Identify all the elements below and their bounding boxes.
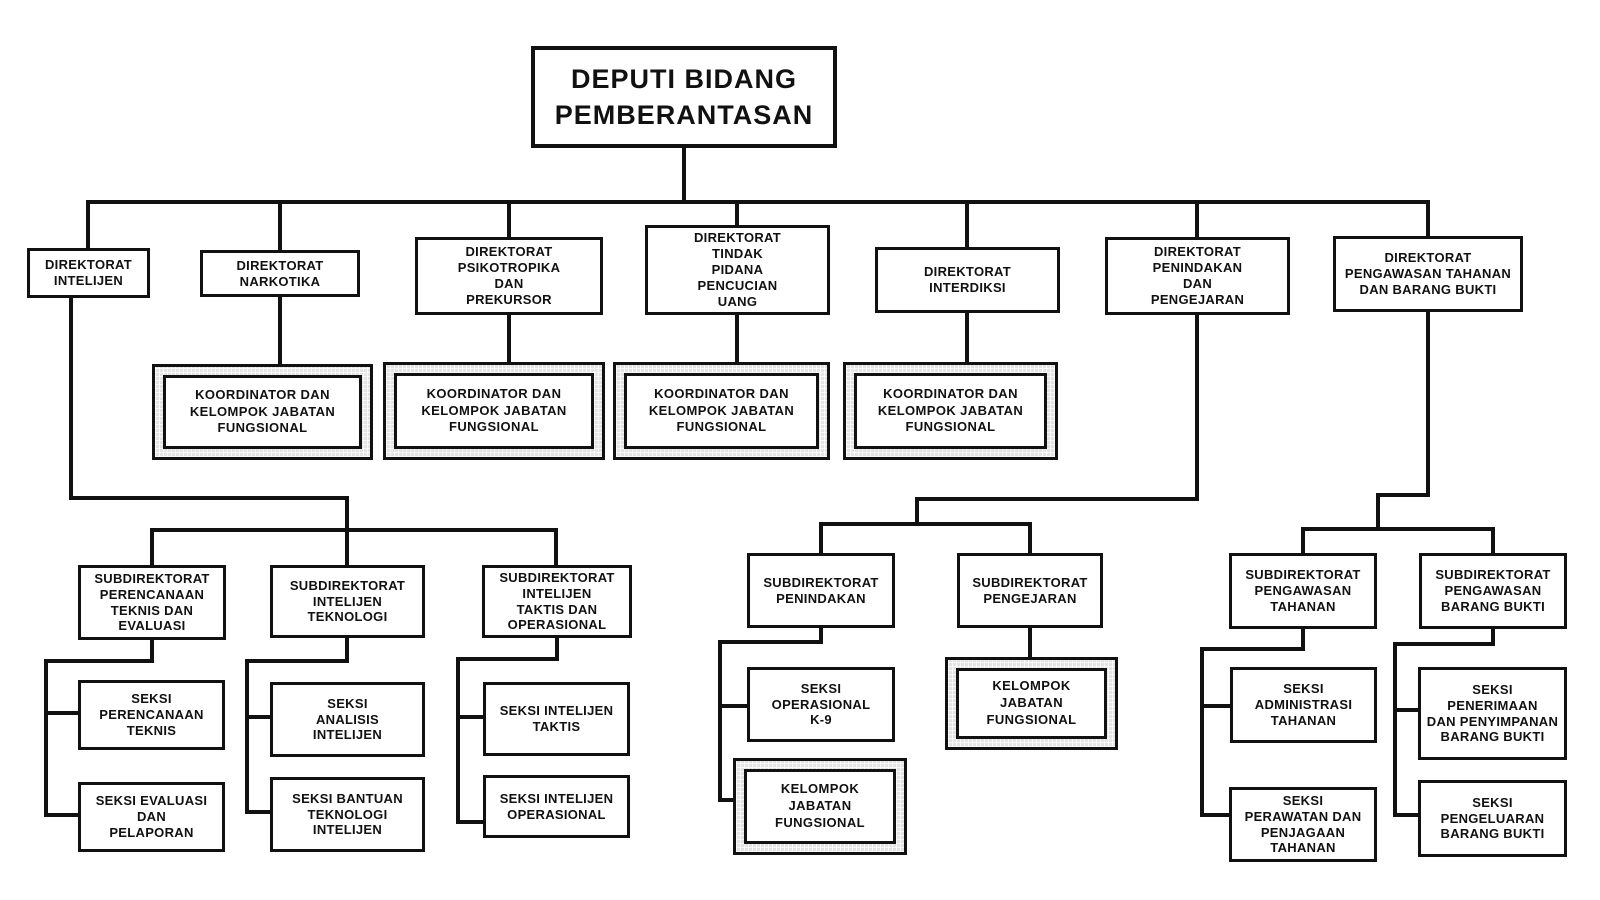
node-seksi-operasional-k9: SEKSI OPERASIONAL K-9 [747, 667, 895, 742]
node-seksi-pengeluaran-barang-bukti: SEKSI PENGELUARAN BARANG BUKTI [1418, 780, 1567, 857]
node-label: KELOMPOK JABATAN FUNGSIONAL [986, 678, 1077, 727]
connector-intelijen-branch [44, 296, 559, 824]
connector-pengawasan-branch [1200, 310, 1495, 817]
node-label: SEKSI PERENCANAAN TEKNIS [99, 691, 204, 738]
node-label: SEKSI EVALUASI DAN PELAPORAN [95, 793, 208, 840]
node-kelompok-jabatan-fungsional-pengejaran: KELOMPOK JABATAN FUNGSIONAL [945, 657, 1118, 750]
node-seksi-intelijen-taktis: SEKSI INTELIJEN TAKTIS [483, 682, 630, 756]
node-label: SEKSI BANTUAN TEKNOLOGI INTELIJEN [292, 790, 403, 838]
node-direktorat-interdiksi: DIREKTORAT INTERDIKSI [875, 247, 1060, 313]
node-subdir-pengawasan-tahanan: SUBDIREKTORAT PENGAWASAN TAHANAN [1229, 553, 1377, 629]
node-label: SUBDIREKTORAT PERENCANAAN TEKNIS DAN EVA… [94, 570, 210, 634]
node-label: KELOMPOK JABATAN FUNGSIONAL [775, 781, 865, 830]
node-label: SUBDIREKTORAT PENGEJARAN [972, 574, 1088, 606]
node-label: SUBDIREKTORAT PENINDAKAN [763, 574, 879, 606]
node-subdir-intelijen-taktis: SUBDIREKTORAT INTELIJEN TAKTIS DAN OPERA… [482, 565, 632, 638]
node-direktorat-penindakan: DIREKTORAT PENINDAKAN DAN PENGEJARAN [1105, 237, 1290, 315]
node-label: SEKSI INTELIJEN OPERASIONAL [499, 790, 614, 822]
node-label: SEKSI INTELIJEN TAKTIS [499, 703, 614, 734]
inner-frame: KELOMPOK JABATAN FUNGSIONAL [956, 668, 1107, 739]
node-seksi-analisis-intelijen: SEKSI ANALISIS INTELIJEN [270, 682, 425, 757]
node-koordinator-narkotika: KOORDINATOR DAN KELOMPOK JABATAN FUNGSIO… [152, 364, 373, 460]
node-subdir-pengejaran: SUBDIREKTORAT PENGEJARAN [957, 553, 1103, 628]
connector-penindakan-branch [718, 313, 1199, 802]
node-label: KOORDINATOR DAN KELOMPOK JABATAN FUNGSIO… [189, 386, 336, 436]
node-subdir-penindakan: SUBDIREKTORAT PENINDAKAN [747, 553, 895, 628]
connector-header [86, 146, 1430, 252]
node-label: DIREKTORAT PENGAWASAN TAHANAN DAN BARANG… [1344, 250, 1512, 297]
node-deputi-bidang-pemberantasan: DEPUTI BIDANG PEMBERANTASAN [531, 46, 837, 148]
node-label: DIREKTORAT PENINDAKAN DAN PENGEJARAN [1150, 244, 1245, 307]
node-direktorat-psikotropika: DIREKTORAT PSIKOTROPIKA DAN PREKURSOR [415, 237, 603, 315]
node-label: SEKSI OPERASIONAL K-9 [771, 680, 871, 728]
inner-frame: KOORDINATOR DAN KELOMPOK JABATAN FUNGSIO… [163, 375, 362, 449]
node-direktorat-narkotika: DIREKTORAT NARKOTIKA [200, 250, 360, 297]
node-label: SEKSI PENERIMAAN DAN PENYIMPANAN BARANG … [1426, 681, 1559, 745]
node-label: SEKSI ANALISIS INTELIJEN [312, 695, 383, 743]
node-seksi-intelijen-operasional: SEKSI INTELIJEN OPERASIONAL [483, 775, 630, 838]
inner-frame: KELOMPOK JABATAN FUNGSIONAL [744, 769, 896, 844]
node-subdir-perencanaan: SUBDIREKTORAT PERENCANAAN TEKNIS DAN EVA… [78, 565, 226, 640]
node-label: DIREKTORAT PSIKOTROPIKA DAN PREKURSOR [457, 244, 561, 307]
node-label: SEKSI PENGELUARAN BARANG BUKTI [1440, 794, 1545, 842]
node-seksi-administrasi-tahanan: SEKSI ADMINISTRASI TAHANAN [1230, 667, 1377, 743]
node-seksi-evaluasi-pelaporan: SEKSI EVALUASI DAN PELAPORAN [78, 782, 225, 852]
node-label: SEKSI PERAWATAN DAN PENJAGAAN TAHANAN [1244, 792, 1362, 856]
node-label: DIREKTORAT NARKOTIKA [236, 257, 324, 289]
node-seksi-perawatan-penjagaan: SEKSI PERAWATAN DAN PENJAGAAN TAHANAN [1229, 787, 1377, 862]
node-label: DIREKTORAT TINDAK PIDANA PENCUCIAN UANG [693, 230, 782, 309]
inner-frame: KOORDINATOR DAN KELOMPOK JABATAN FUNGSIO… [854, 373, 1047, 449]
node-seksi-penerimaan-penyimpanan: SEKSI PENERIMAAN DAN PENYIMPANAN BARANG … [1418, 667, 1567, 760]
node-label: KOORDINATOR DAN KELOMPOK JABATAN FUNGSIO… [648, 385, 795, 435]
node-direktorat-intelijen: DIREKTORAT INTELIJEN [27, 248, 150, 298]
node-label: SUBDIREKTORAT INTELIJEN TAKTIS DAN OPERA… [499, 569, 615, 633]
node-kelompok-jabatan-fungsional-penindakan: KELOMPOK JABATAN FUNGSIONAL [733, 758, 907, 855]
node-direktorat-pengawasan: DIREKTORAT PENGAWASAN TAHANAN DAN BARANG… [1333, 236, 1523, 312]
inner-frame: KOORDINATOR DAN KELOMPOK JABATAN FUNGSIO… [624, 373, 819, 449]
inner-frame: KOORDINATOR DAN KELOMPOK JABATAN FUNGSIO… [394, 373, 594, 449]
node-koordinator-interdiksi: KOORDINATOR DAN KELOMPOK JABATAN FUNGSIO… [843, 362, 1058, 460]
node-subdir-intelijen-teknologi: SUBDIREKTORAT INTELIJEN TEKNOLOGI [270, 565, 425, 638]
node-label: SUBDIREKTORAT INTELIJEN TEKNOLOGI [289, 577, 406, 625]
node-direktorat-tppu: DIREKTORAT TINDAK PIDANA PENCUCIAN UANG [645, 225, 830, 315]
node-label: KOORDINATOR DAN KELOMPOK JABATAN FUNGSIO… [877, 385, 1024, 435]
node-seksi-bantuan-teknologi: SEKSI BANTUAN TEKNOLOGI INTELIJEN [270, 777, 425, 852]
node-label: SEKSI ADMINISTRASI TAHANAN [1254, 681, 1353, 728]
node-subdir-pengawasan-barang-bukti: SUBDIREKTORAT PENGAWASAN BARANG BUKTI [1419, 553, 1567, 629]
node-seksi-perencanaan-teknis: SEKSI PERENCANAAN TEKNIS [78, 680, 225, 750]
node-label: DIREKTORAT INTELIJEN [44, 257, 133, 288]
node-koordinator-tppu: KOORDINATOR DAN KELOMPOK JABATAN FUNGSIO… [613, 362, 830, 460]
node-label: DEPUTI BIDANG PEMBERANTASAN [554, 63, 814, 130]
node-label: SUBDIREKTORAT PENGAWASAN BARANG BUKTI [1435, 567, 1551, 614]
node-koordinator-psikotropika: KOORDINATOR DAN KELOMPOK JABATAN FUNGSIO… [383, 362, 605, 460]
node-label: SUBDIREKTORAT PENGAWASAN TAHANAN [1245, 567, 1361, 614]
node-label: DIREKTORAT INTERDIKSI [923, 264, 1012, 295]
connector-koordinator-drops [278, 295, 969, 366]
node-label: KOORDINATOR DAN KELOMPOK JABATAN FUNGSIO… [421, 385, 567, 435]
